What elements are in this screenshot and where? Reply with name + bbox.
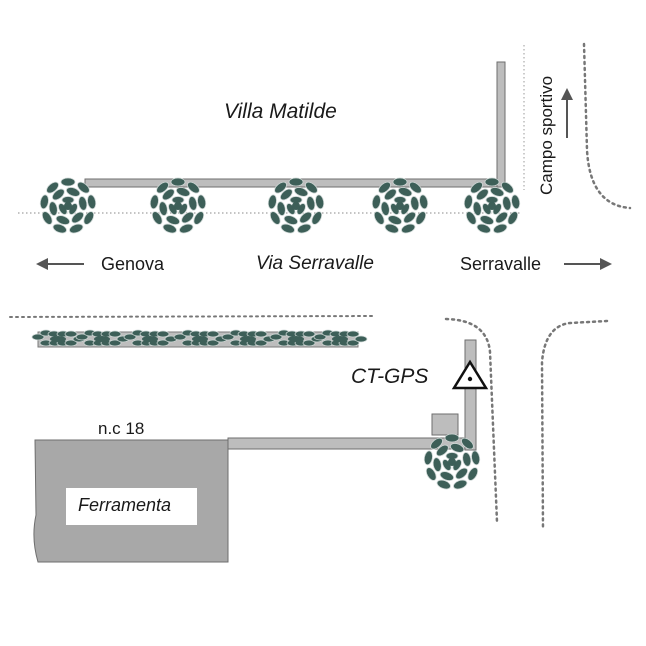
arrow-right-icon bbox=[564, 258, 612, 270]
wall bbox=[464, 339, 477, 451]
direction-right-label: Serravalle bbox=[460, 254, 542, 274]
building-label-box bbox=[66, 488, 197, 525]
property-boundary bbox=[9, 315, 376, 318]
road-label: Via Serravalle bbox=[256, 253, 374, 274]
pillar bbox=[431, 413, 459, 436]
station-label: CT-GPS bbox=[351, 365, 429, 388]
tree-icon bbox=[38, 177, 98, 236]
arrow-up-icon bbox=[561, 88, 573, 138]
direction-left-label: Genova bbox=[101, 254, 165, 274]
building-label: Ferramenta bbox=[78, 495, 172, 515]
place-label: Villa Matilde bbox=[224, 100, 337, 123]
road-kerb bbox=[582, 42, 632, 210]
side-label: Campo sportivo bbox=[537, 75, 556, 195]
arrow-left-icon bbox=[36, 258, 84, 270]
wall bbox=[496, 61, 506, 188]
road-kerb bbox=[444, 317, 499, 524]
road-kerb bbox=[540, 319, 609, 532]
hedge-icon bbox=[313, 329, 368, 347]
civic-number-label: n.c 18 bbox=[98, 419, 145, 438]
survey-benchmark-icon bbox=[451, 359, 489, 390]
